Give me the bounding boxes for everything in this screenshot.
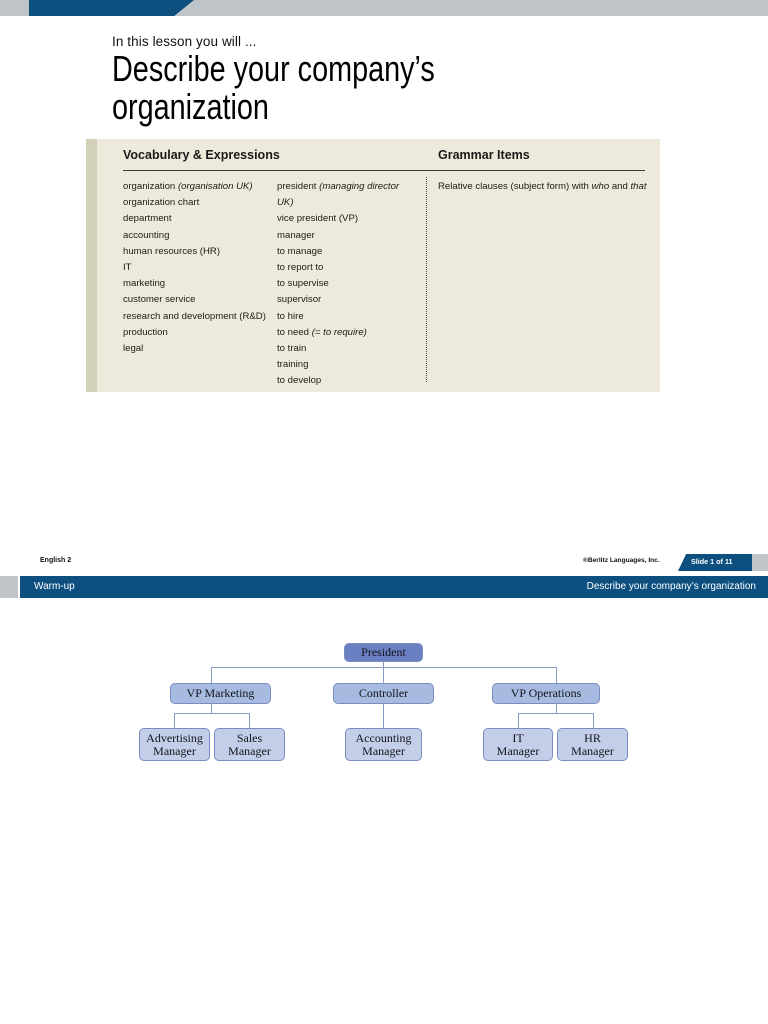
list-item: Relative clauses (subject form) with who…: [438, 181, 647, 192]
vocabulary-column-1: organization (organisation UK) organizati…: [123, 179, 268, 357]
list-item: accounting: [123, 229, 170, 241]
list-item: to hire: [277, 310, 304, 322]
section-bar: Warm-up Describe your company’s organiza…: [20, 576, 768, 598]
list-item: to train: [277, 343, 307, 355]
org-node-line: IT: [512, 731, 524, 745]
panel-header-rule: [123, 170, 645, 171]
copyright-label: ®Berlitz Languages, Inc.: [583, 557, 660, 564]
org-node-vp-marketing[interactable]: VP Marketing: [170, 683, 271, 704]
list-item: human resources (HR): [123, 245, 221, 257]
connector-vp-operations-down: [556, 704, 557, 714]
org-node-line: Sales: [236, 731, 263, 745]
panel-left-stripe: [86, 139, 97, 392]
list-item: organization chart: [123, 197, 200, 209]
org-node-line: HR: [584, 731, 601, 745]
connector-to-vp-operations: [556, 667, 557, 683]
list-item: organization (organisation UK): [123, 181, 253, 192]
slide-counter-label: Slide 1 of 11: [691, 557, 733, 566]
section-bar-left-label: Warm-up: [34, 581, 75, 592]
list-item: customer service: [123, 294, 196, 306]
list-item: training: [277, 359, 309, 371]
list-item: IT: [123, 262, 132, 274]
grammar-column: Relative clauses (subject form) with who…: [438, 179, 653, 194]
org-node-line: Accounting: [355, 731, 412, 745]
org-node-line: Manager: [571, 744, 614, 758]
slide-meta-line: English 2 ®Berlitz Languages, Inc. Slide…: [0, 554, 768, 572]
org-chart: President VP Marketing Controller VP Ope…: [0, 610, 768, 790]
panel-column-divider: [426, 177, 427, 382]
connector-to-controller: [383, 667, 384, 683]
org-node-line: Manager: [153, 744, 196, 758]
list-item: to need (= to require): [277, 326, 367, 338]
grammar-header: Grammar Items: [438, 148, 530, 162]
list-item: to manage: [277, 245, 323, 257]
connector-operations-bus: [518, 713, 593, 714]
section-bar-stub: [0, 576, 18, 598]
list-item: to supervise: [277, 278, 329, 290]
list-item: supervisor: [277, 294, 322, 306]
list-item: legal: [123, 343, 144, 355]
connector-marketing-bus: [174, 713, 249, 714]
org-node-president[interactable]: President: [344, 643, 423, 662]
connector-vp-marketing-down: [211, 704, 212, 714]
top-banner-accent-tab: [29, 0, 194, 16]
org-node-line: Manager: [228, 744, 271, 758]
list-item: to report to: [277, 262, 324, 274]
course-label: English 2: [40, 557, 72, 564]
org-node-line: Advertising: [146, 731, 203, 745]
vocabulary-grammar-panel: Vocabulary & Expressions Grammar Items o…: [86, 139, 660, 392]
list-item: to develop: [277, 375, 322, 387]
org-node-line: Manager: [362, 744, 405, 758]
list-item: vice president (VP): [277, 213, 359, 225]
list-item: production: [123, 326, 168, 338]
connector-to-hr-manager: [593, 713, 594, 728]
org-node-controller[interactable]: Controller: [333, 683, 434, 704]
list-item: president (managing director UK): [277, 181, 400, 209]
vocabulary-header: Vocabulary & Expressions: [123, 148, 280, 162]
list-item: marketing: [123, 278, 166, 290]
slide-counter-tab-end: [752, 554, 768, 571]
org-node-line: Manager: [496, 744, 540, 758]
lesson-kicker: In this lesson you will ...: [112, 34, 257, 49]
connector-to-it-manager: [518, 713, 519, 728]
connector-level2-bus: [211, 667, 557, 668]
connector-to-vp-marketing: [211, 667, 212, 683]
list-item: manager: [277, 229, 315, 241]
vocabulary-column-2: president (managing director UK) vice pre…: [277, 179, 417, 390]
slide-counter-tab: Slide 1 of 11: [678, 554, 752, 571]
org-node-vp-operations[interactable]: VP Operations: [492, 683, 600, 704]
connector-controller-down: [383, 704, 384, 728]
list-item: department: [123, 213, 172, 225]
list-item: research and development (R&D): [123, 310, 266, 322]
section-bar-right-label: Describe your company’s organization: [586, 581, 756, 592]
top-banner: [0, 0, 768, 16]
connector-to-advertising-manager: [174, 713, 175, 728]
connector-to-sales-manager: [249, 713, 250, 728]
